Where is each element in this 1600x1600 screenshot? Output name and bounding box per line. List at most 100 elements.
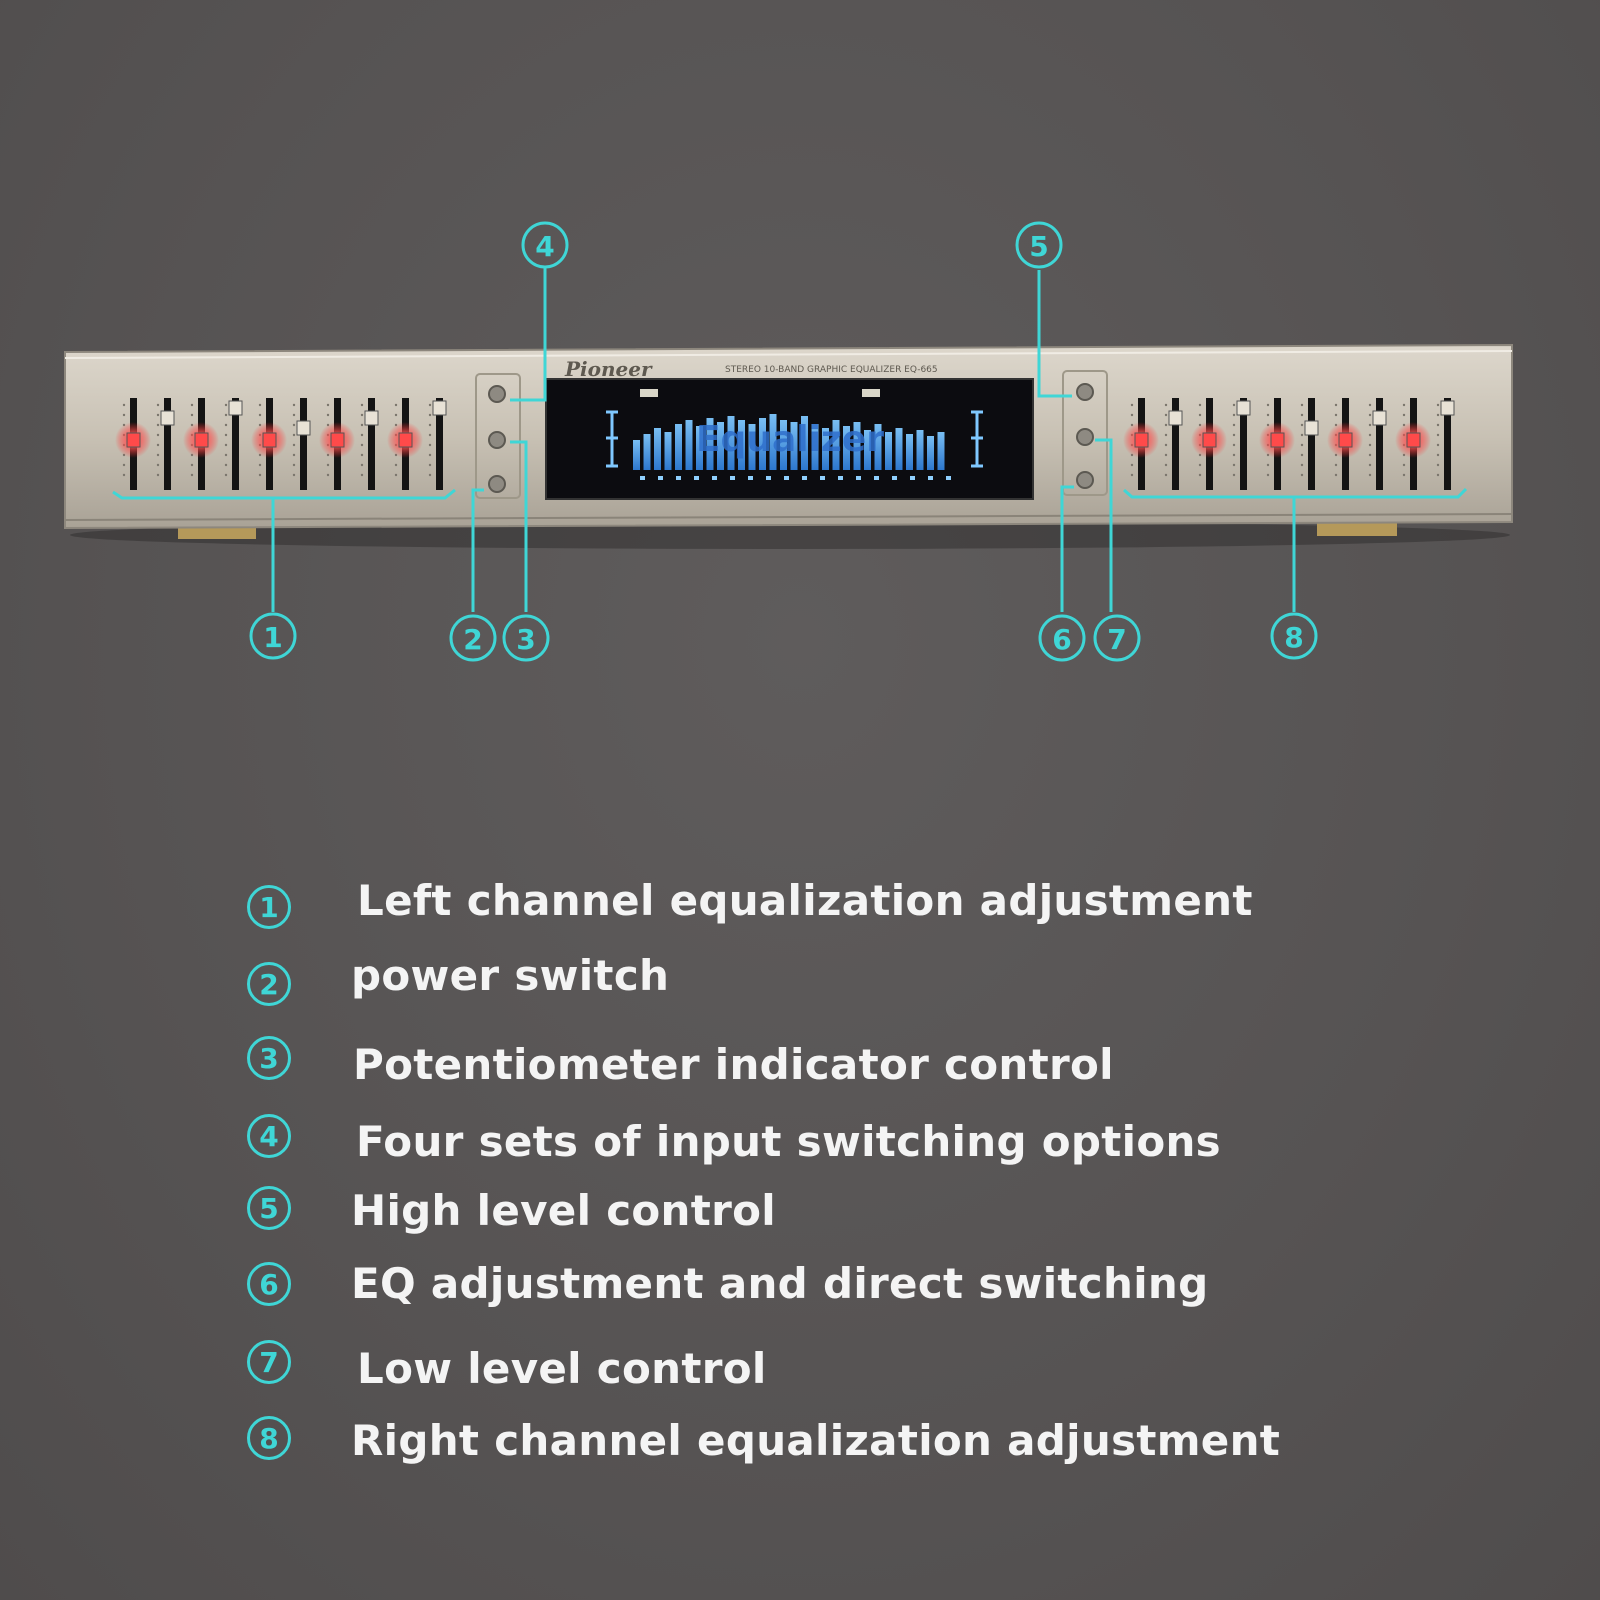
left-eq-slider-knob[interactable] — [194, 432, 209, 448]
display-bar — [937, 432, 945, 470]
right-eq-slider-knob[interactable] — [1236, 400, 1251, 416]
right-eq-slider-track — [1308, 398, 1315, 490]
left-eq-slider-knob[interactable] — [296, 420, 311, 436]
svg-text:3: 3 — [516, 623, 535, 656]
display-bar — [717, 422, 724, 470]
eq-direct-button[interactable] — [1076, 471, 1094, 489]
legend-text-2: power switch — [351, 951, 670, 1000]
high-level-button[interactable] — [1076, 383, 1094, 401]
right-button-column — [1062, 370, 1108, 496]
display-dot — [820, 476, 825, 480]
display-dot — [946, 476, 951, 480]
left-eq-slider-knob[interactable] — [398, 432, 413, 448]
display-dot — [658, 476, 663, 480]
svg-text:4: 4 — [535, 230, 554, 263]
right-eq-slider-knob[interactable] — [1270, 432, 1285, 448]
right-eq-slider-knob[interactable] — [1134, 432, 1149, 448]
left-eq-slider-knob[interactable] — [228, 400, 243, 416]
display-bar — [864, 430, 871, 470]
callout-circle-8: 8 — [1270, 612, 1318, 660]
right-slider-bank — [1123, 398, 1455, 490]
display-dot — [748, 476, 753, 480]
display-dot — [892, 476, 897, 480]
left-eq-slider-knob[interactable] — [432, 400, 447, 416]
callout-circle-7: 7 — [1093, 614, 1141, 662]
display-bar — [916, 430, 924, 470]
right-eq-slider-knob[interactable] — [1372, 410, 1387, 426]
callout-circle-4: 4 — [521, 221, 569, 269]
display-bar — [675, 424, 682, 470]
right-eq-slider-knob[interactable] — [1202, 432, 1217, 448]
display-bar — [801, 416, 808, 470]
display-dot — [784, 476, 789, 480]
display-bar — [759, 418, 766, 470]
display-bar — [643, 434, 651, 470]
display-dot — [766, 476, 771, 480]
display-bar — [748, 424, 756, 470]
legend-number-5: 5 — [247, 1186, 291, 1230]
indicator-button[interactable] — [488, 431, 506, 449]
left-eq-slider-track — [164, 398, 171, 490]
display-dot-row — [640, 476, 951, 480]
display-dot — [730, 476, 735, 480]
callout-circle-3: 3 — [502, 614, 550, 662]
display-bar — [696, 426, 703, 470]
right-eq-slider-knob[interactable] — [1304, 420, 1319, 436]
left-eq-slider-knob[interactable] — [126, 432, 141, 448]
display-bar — [654, 428, 661, 470]
display-dot — [676, 476, 681, 480]
left-slider-bank — [115, 398, 447, 490]
low-level-button[interactable] — [1076, 428, 1094, 446]
legend-number-8: 8 — [247, 1416, 291, 1460]
left-foot — [178, 525, 256, 539]
svg-text:2: 2 — [463, 623, 482, 656]
left-eq-slider-track — [436, 398, 443, 490]
legend-number-4: 4 — [247, 1114, 291, 1158]
callout-circle-1: 1 — [249, 612, 297, 660]
callout-circle-5: 5 — [1015, 221, 1063, 269]
svg-text:7: 7 — [1107, 623, 1126, 656]
right-eq-slider-track — [1376, 398, 1383, 490]
model-label: STEREO 10-BAND GRAPHIC EQUALIZER EQ-665 — [725, 365, 938, 375]
display-dot — [802, 476, 807, 480]
display-bar — [790, 422, 798, 470]
display-text: Equalizer — [696, 419, 884, 460]
svg-text:6: 6 — [1052, 623, 1071, 656]
right-eq-slider-knob[interactable] — [1440, 400, 1455, 416]
right-eq-slider-knob[interactable] — [1338, 432, 1353, 448]
right-foot — [1317, 522, 1397, 536]
right-eq-slider-track — [1172, 398, 1179, 490]
power-button[interactable] — [488, 475, 506, 493]
display-dot — [910, 476, 915, 480]
svg-text:5: 5 — [1029, 230, 1048, 263]
right-eq-slider-track — [1240, 398, 1247, 490]
legend-text-7: Low level control — [357, 1344, 767, 1393]
display-dot — [640, 476, 645, 480]
display-bar — [811, 424, 819, 470]
left-eq-slider-knob[interactable] — [160, 410, 175, 426]
legend-number-7: 7 — [247, 1340, 291, 1384]
left-eq-slider-knob[interactable] — [330, 432, 345, 448]
display-bar — [633, 440, 640, 470]
equalizer-diagram: Pioneer STEREO 10-BAND GRAPHIC EQUALIZER… — [64, 221, 1513, 662]
right-eq-slider-knob[interactable] — [1406, 432, 1421, 448]
left-eq-slider-knob[interactable] — [364, 410, 379, 426]
display-bar — [769, 414, 777, 470]
right-eq-slider-track — [1444, 398, 1451, 490]
display-dot — [694, 476, 699, 480]
display-bar — [685, 420, 693, 470]
svg-text:1: 1 — [263, 621, 282, 654]
display-spectrum — [633, 414, 945, 470]
display-bar — [832, 420, 840, 470]
left-eq-slider-knob[interactable] — [262, 432, 277, 448]
display-bar — [874, 424, 882, 470]
legend-number-1: 1 — [247, 885, 291, 929]
display-dot — [928, 476, 933, 480]
legend-text-3: Potentiometer indicator control — [353, 1040, 1114, 1089]
legend-text-1: Left channel equalization adjustment — [357, 876, 1253, 925]
input-select-button[interactable] — [488, 385, 506, 403]
display-meter-right — [971, 410, 983, 468]
right-eq-slider-knob[interactable] — [1168, 410, 1183, 426]
legend-text-6: EQ adjustment and direct switching — [351, 1259, 1209, 1308]
legend-number-2: 2 — [247, 962, 291, 1006]
